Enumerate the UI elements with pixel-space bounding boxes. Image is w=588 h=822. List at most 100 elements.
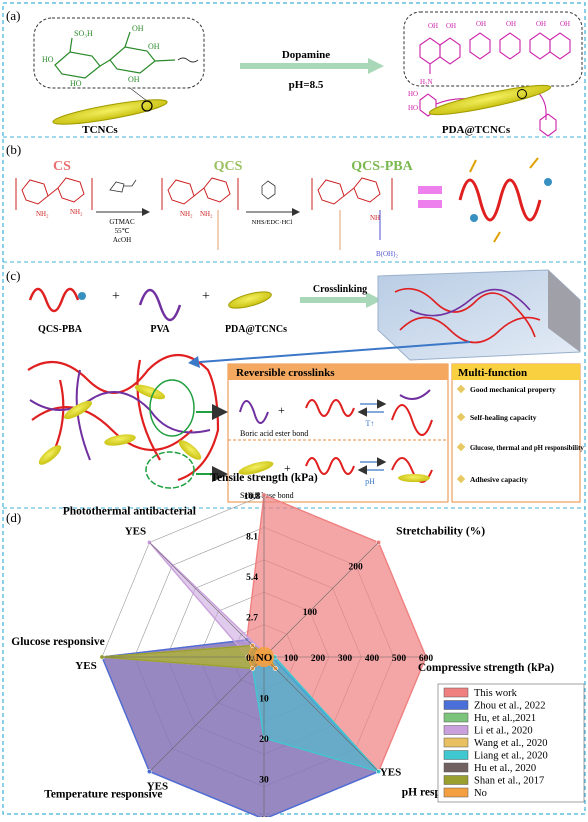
network-detail	[28, 355, 218, 488]
pda-ho-1: HO	[408, 90, 418, 98]
radar-tick-label: YES	[75, 660, 96, 672]
panel-a: (a) SO₃H OH OH HO HO OH TCNCs Dopamine p…	[6, 8, 582, 136]
radar-tick-label: 100	[284, 654, 299, 664]
multifunction-title: Multi-function	[458, 367, 527, 379]
mf-item-1: Good mechanical property	[470, 385, 556, 394]
zoom-line	[130, 88, 147, 101]
tcnc-structure-bubble	[34, 18, 204, 88]
qcs-pba-structure	[312, 178, 392, 210]
legend-label-8: No	[474, 788, 487, 799]
radar-tick-label: 200	[349, 562, 364, 572]
radar-tick-label: 500	[392, 654, 407, 664]
radar-axis-title: Tensile strength (kPa)	[210, 472, 318, 484]
condition-label: pH=8.5	[289, 79, 324, 91]
pda-oh-2: OH	[446, 22, 456, 30]
panel-b: (b) CS QCS QCS-PBA NH₂ NH₂ GTMAC 55℃ AcO…	[6, 142, 552, 258]
radar-axis-title: Photothermal antibacterial	[63, 505, 196, 517]
plus-2: +	[202, 289, 210, 304]
qcs-pba-icon	[30, 289, 78, 311]
radar-tick-label: 10	[259, 695, 269, 705]
pva-icon	[140, 290, 180, 320]
radar-tick-label: 300	[338, 654, 353, 664]
panel-a-label: (a)	[6, 8, 20, 23]
reaction-arrow-head	[368, 58, 384, 74]
radar-axis-title: Temperature responsive	[44, 789, 162, 801]
cs-nh2-2: NH₂	[70, 208, 83, 216]
pda-h2n: H₂N	[420, 78, 433, 86]
panel-d-label: (d)	[6, 510, 21, 525]
panel-c: (c) QCS-PBA + PVA + PDA@TCNCs Crosslinki…	[6, 268, 584, 502]
pda-oh-3: OH	[476, 20, 486, 28]
legend-swatch-1	[444, 701, 468, 710]
pda-tcnc-icon	[227, 289, 273, 312]
mf-item-4: Adhesive capacity	[470, 475, 528, 484]
legend-label-2: Hu, et al.,2021	[474, 713, 536, 724]
radar-tick-label: YES	[380, 767, 401, 779]
qcs-pba-title: QCS-PBA	[351, 159, 413, 174]
so3h-label: SO₃H	[74, 29, 93, 38]
legend-label-3: Li et al., 2020	[474, 726, 533, 737]
qcs-pba-nh: NH	[370, 214, 380, 222]
radar-tick-label: 5.4	[246, 573, 258, 583]
pda-oh-1: OH	[428, 22, 438, 30]
legend-label-6: Hu et al., 2020	[474, 763, 536, 774]
legend-swatch-8	[444, 788, 468, 797]
oh-label-2: OH	[148, 42, 160, 51]
qcs-nh2-1: NH₂	[180, 210, 193, 218]
legend-label-4: Wang et al., 2020	[474, 738, 548, 749]
radar-tick-label: 10.8	[244, 492, 261, 502]
bond1-plus: +	[278, 403, 285, 417]
qcs-pba-chain-cartoon	[460, 180, 540, 220]
radar-center-label: NO	[256, 652, 273, 664]
oh-label-3: OH	[128, 75, 140, 84]
legend-label-0: This work	[474, 688, 518, 699]
cs-structure	[16, 178, 92, 210]
tcncs-caption: TCNCs	[82, 124, 118, 136]
gtmac-structure	[110, 180, 136, 192]
pba-bead-1	[470, 214, 478, 222]
legend-swatch-6	[444, 763, 468, 772]
legend-swatch-3	[444, 726, 468, 735]
pda-oh-5: OH	[536, 20, 546, 28]
equals-bottom	[418, 200, 442, 208]
radar-axis-title: Compressive strength (kPa)	[418, 662, 554, 674]
legend-swatch-5	[444, 751, 468, 760]
equals-top	[418, 186, 442, 194]
comp1-caption: QCS-PBA	[38, 324, 83, 335]
legend-swatch-2	[444, 713, 468, 722]
cond1-temp: 55℃	[115, 227, 130, 235]
panel-d: (d) 0.02.75.48.110.801002001002003004005…	[6, 472, 584, 817]
bond1-cond: T↑	[366, 419, 375, 428]
bond1-label: Boric acid ester bond	[240, 429, 308, 438]
pba-reagent-structure	[262, 181, 275, 199]
mf-item-2: Self-healing capacity	[470, 413, 537, 422]
legend-swatch-7	[444, 776, 468, 785]
panel-c-label: (c)	[6, 268, 20, 283]
radar-tick-label: YES	[125, 525, 146, 537]
qcs-title: QCS	[214, 159, 243, 174]
cs-nh2-1: NH₂	[36, 210, 49, 218]
legend-label-7: Shan et al., 2017	[474, 776, 544, 787]
radar-tick-label: 200	[311, 654, 326, 664]
pda-oh-4: OH	[506, 20, 516, 28]
comp2-caption: PVA	[150, 324, 170, 335]
ho-label-2: HO	[70, 79, 82, 88]
radar-tick-label: 400	[365, 654, 380, 664]
pda-oh-6: OH	[560, 20, 570, 28]
radar-axis-title: Stretchability (%)	[396, 525, 485, 537]
qcs-nh2-2: NH₂	[200, 210, 213, 218]
pba-bead-2	[544, 178, 552, 186]
mf-item-3: Glucose, thermal and pH responsibility	[470, 445, 584, 452]
reversible-title: Reversible crosslinks	[236, 367, 335, 379]
crosslinking-label: Crosslinking	[313, 284, 367, 295]
reagent-label: Dopamine	[282, 49, 330, 61]
qcs-pba-boh: B(OH)₂	[376, 250, 398, 258]
radar-tick-label: 20	[259, 735, 269, 745]
bond2-cond: pH	[365, 477, 375, 486]
radar-tick-label: 100	[303, 608, 318, 618]
radar-spoke	[149, 542, 264, 657]
radar-tick-label: 2.7	[246, 614, 258, 624]
